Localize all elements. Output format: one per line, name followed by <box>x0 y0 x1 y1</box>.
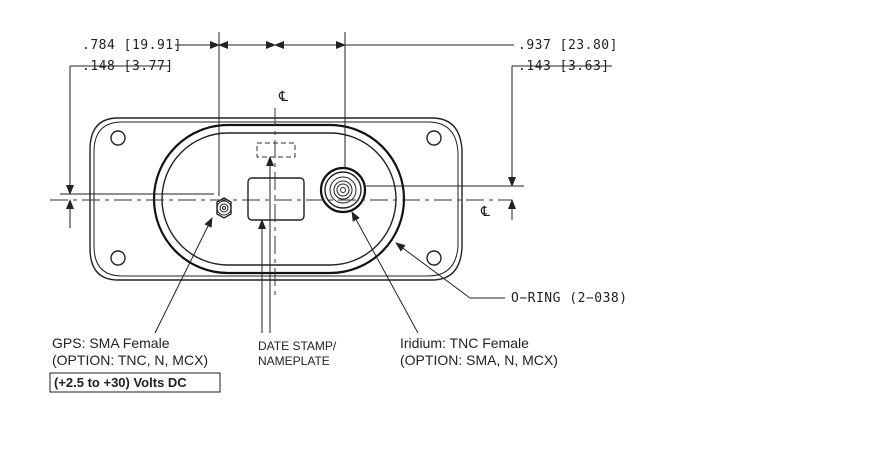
iridium-label-line1: Iridium: TNC Female <box>400 335 529 351</box>
date-stamp-label-line2: NAMEPLATE <box>258 354 330 368</box>
date-stamp-label-line1: DATE STAMP/ <box>258 339 337 353</box>
gps-label-line2: (OPTION: TNC, N, MCX) <box>52 352 208 368</box>
dim-left-second: .148 [3.77] <box>82 59 174 74</box>
voltage-label: (+2.5 to +30) Volts DC <box>54 375 187 390</box>
centerline-symbol-horizontal: ℄ <box>480 204 490 220</box>
mounting-hole-top-right <box>426 130 442 146</box>
oring-groove-outer <box>152 123 406 275</box>
mounting-hole-bottom-right <box>426 250 442 266</box>
mounting-hole-top-left <box>110 130 126 146</box>
date-stamp-hidden-outline <box>256 142 296 158</box>
nameplate <box>247 177 305 221</box>
gps-label-line1: GPS: SMA Female <box>52 335 170 351</box>
dim-top-right: .937 [23.80] <box>518 38 618 53</box>
centerline-symbol-vertical: ℄ <box>278 89 288 105</box>
oring-label: O−RING (2−038) <box>511 291 628 306</box>
dim-right-second: .143 [3.63] <box>518 59 610 74</box>
oring-groove-inner <box>161 132 397 266</box>
dim-top-left: .784 [19.91] <box>82 38 182 53</box>
dimension-lines <box>60 32 612 228</box>
flange-inner-edge <box>93 121 459 277</box>
mounting-hole-bottom-left <box>110 250 126 266</box>
iridium-connector <box>319 166 367 214</box>
leader-lines <box>154 156 505 334</box>
iridium-label-line2: (OPTION: SMA, N, MCX) <box>400 352 558 368</box>
mounting-flange-outline <box>89 117 463 281</box>
voltage-box <box>49 372 221 393</box>
gps-connector <box>216 197 232 219</box>
